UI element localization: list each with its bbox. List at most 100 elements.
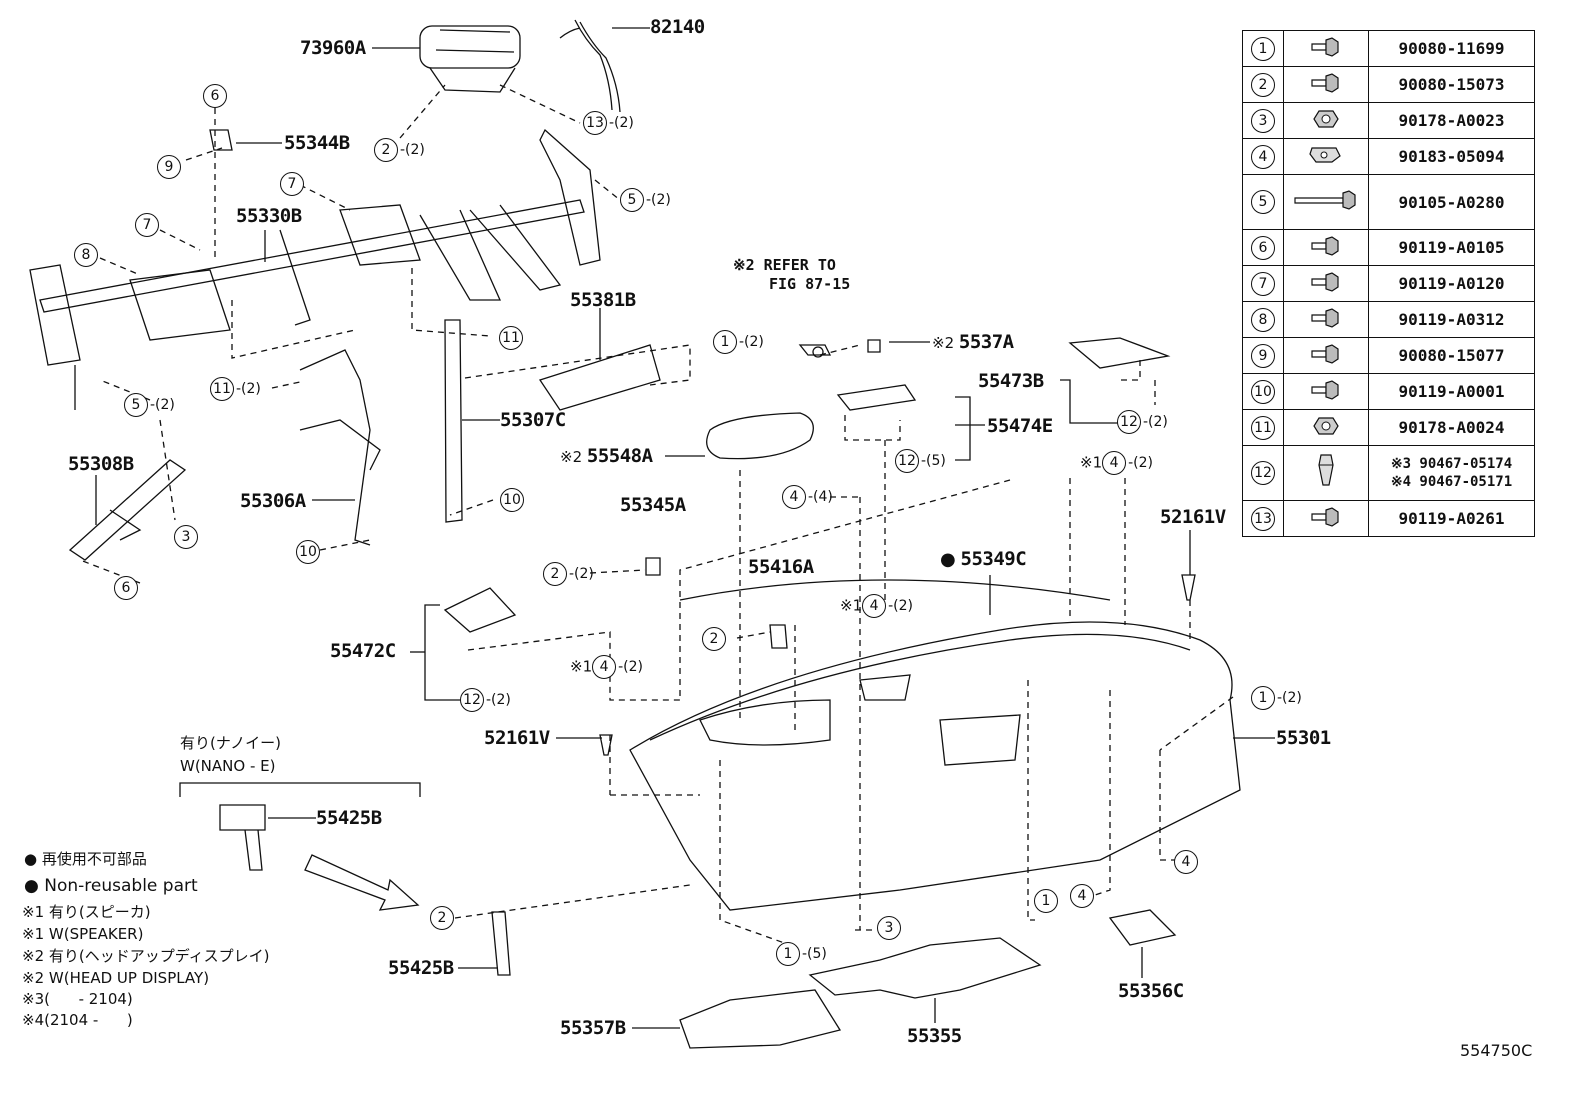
bolt-icon — [1283, 301, 1369, 338]
quantity: -(2) — [888, 598, 914, 614]
circle-number: 3 — [877, 916, 901, 940]
callout-6-top: 6 — [203, 84, 227, 108]
legend-text: Non-reusable part — [44, 876, 198, 896]
clip-nut-icon — [1283, 138, 1369, 175]
part-label-55548A-group: ※2 55548A — [560, 447, 653, 466]
fastener-number-cell: 12 — [1242, 445, 1284, 501]
part-label-55355: 55355 — [907, 1025, 962, 1047]
instrument-panel-drawing — [630, 580, 1240, 910]
circle-number: 1 — [1034, 889, 1058, 913]
circle-number: 1 — [713, 330, 737, 354]
instrument-covers-drawing — [445, 338, 1168, 632]
callout-2-bottom: 2 — [430, 906, 454, 930]
bolt-icon — [1283, 500, 1369, 537]
wire-harness-drawing — [560, 20, 620, 112]
long-bolt-icon — [1283, 174, 1369, 230]
quantity: -(5) — [802, 946, 827, 962]
airbag-module-drawing — [420, 26, 520, 92]
quantity: -(5) — [921, 453, 946, 469]
legend-note-2-jp: ※2 有り(ヘッドアップディスプレイ) — [22, 947, 270, 965]
fastener-part-number: 90119-A0261 — [1368, 500, 1535, 537]
fastener-number-cell: 11 — [1242, 409, 1284, 446]
fastener-number-cell: 9 — [1242, 337, 1284, 374]
fastener-part-number: 90119-A0120 — [1368, 265, 1535, 302]
refer-line2: FIG 87-15 — [769, 275, 851, 293]
circle-number: 4 — [592, 655, 617, 679]
fastener-number: 1 — [1251, 36, 1275, 61]
fastener-number: 2 — [1251, 72, 1275, 97]
part-label-55349C-group: ● 55349C — [940, 549, 1027, 570]
callout-3-left: 3 — [174, 525, 198, 549]
callout-2-qty-top: 2-(2) — [374, 138, 425, 162]
callout-13-qty: 13-(2) — [583, 111, 634, 135]
non-reusable-dot: ● — [940, 549, 956, 570]
circle-number: 6 — [114, 576, 138, 600]
callout-12-qty-5: 12-(5) — [895, 449, 946, 473]
circle-number: 12 — [460, 688, 484, 712]
circle-number: 1 — [776, 942, 800, 966]
circle-number: 8 — [74, 243, 98, 267]
fastener-number: 8 — [1251, 307, 1275, 332]
callout-3-bottom: 3 — [877, 916, 901, 940]
part-label-55307C: 55307C — [500, 409, 566, 431]
nano-jp: 有り(ナノイー) — [180, 734, 281, 752]
quantity: -(2) — [1143, 414, 1168, 430]
fastener-part-number-a: ※3 90467-05174 — [1390, 456, 1513, 472]
legend-non-reusable-en: ● Non-reusable part — [24, 878, 198, 895]
floor-pads-drawing — [680, 910, 1175, 1048]
callout-7-b: 7 — [135, 213, 159, 237]
part-label-55473B: 55473B — [978, 370, 1044, 392]
legend-non-reusable-jp: ● 再使用不可部品 — [24, 852, 147, 867]
circle-number: 6 — [203, 84, 227, 108]
callout-12-qty-55473B: 12-(2) — [1117, 410, 1168, 434]
part-label-73960A: 73960A — [300, 37, 366, 59]
leader-lines — [96, 28, 1275, 1028]
part-label-55381B: 55381B — [570, 289, 636, 311]
callout-9: 9 — [157, 155, 181, 179]
fastener-number: 12 — [1251, 461, 1275, 485]
callout-4-right: 4 — [1174, 850, 1198, 874]
quantity: -(2) — [646, 192, 671, 208]
fastener-number-cell: 2 — [1242, 66, 1284, 103]
part-label-5537A: 5537A — [958, 331, 1014, 353]
circle-number: 11 — [499, 326, 523, 350]
callout-2-qty-mid: 2-(2) — [543, 562, 594, 586]
part-label-55345A: 55345A — [620, 494, 686, 516]
diagram-code: 554750C — [1460, 1041, 1533, 1060]
circle-number: 4 — [1174, 850, 1198, 874]
quantity: -(2) — [236, 381, 261, 397]
fastener-part-number: 90178-A0024 — [1368, 409, 1535, 446]
fastener-number: 10 — [1251, 379, 1275, 404]
callout-6-bottom: 6 — [114, 576, 138, 600]
fastener-part-number: 90119-A0105 — [1368, 229, 1535, 266]
non-reusable-dot: ● — [24, 850, 38, 868]
part-label-52161V-left: 52161V — [484, 727, 550, 749]
fastener-number-cell: 8 — [1242, 301, 1284, 338]
circle-number: 7 — [280, 172, 304, 196]
circle-number: 7 — [135, 213, 159, 237]
fastener-part-number: ※3 90467-05174※4 90467-05171 — [1368, 445, 1535, 501]
circle-number: 4 — [862, 594, 887, 618]
mark-1: ※1 — [570, 657, 593, 676]
part-label-55356C: 55356C — [1118, 980, 1184, 1002]
bolt-icon — [1283, 265, 1369, 302]
callout-10-a: 10 — [500, 488, 524, 512]
mark-2: ※2 — [932, 334, 955, 352]
part-label-55548A: 55548A — [586, 445, 653, 467]
bolt-icon — [1283, 30, 1369, 67]
fastener-row: 12 ※3 90467-05174※4 90467-05171 — [1242, 445, 1535, 501]
circle-number: 3 — [174, 525, 198, 549]
fastener-number: 5 — [1251, 190, 1275, 214]
bolt-icon — [1283, 229, 1369, 266]
circle-number: 9 — [157, 155, 181, 179]
callout-1-qty-right: 1-(2) — [1251, 686, 1302, 710]
part-label-55357B: 55357B — [560, 1017, 626, 1039]
quantity: -(2) — [739, 334, 764, 350]
